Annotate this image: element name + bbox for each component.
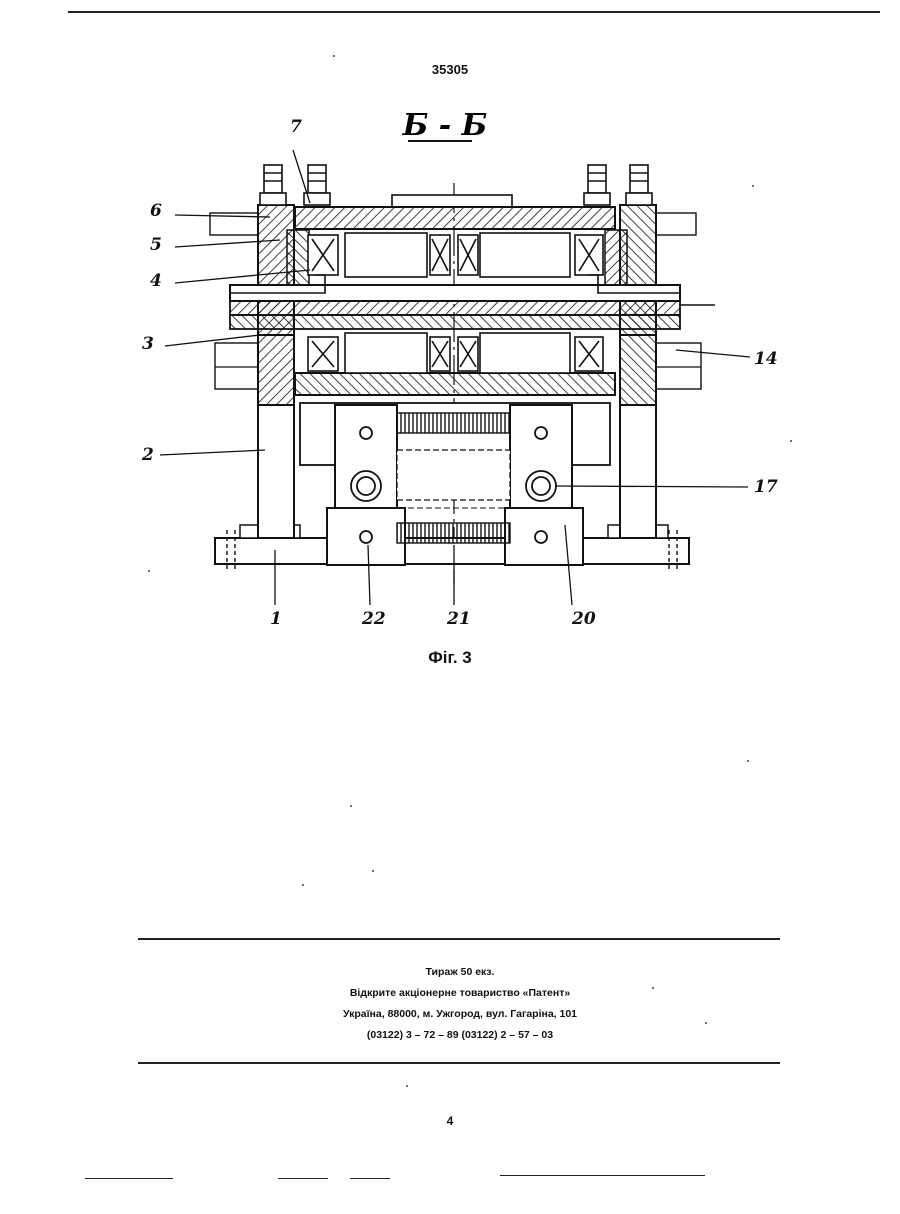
top-rule [68,11,880,13]
bottom-housing [295,373,615,395]
lower-bearings [308,333,603,373]
scan-speck [705,1022,707,1024]
upper-bearings [308,233,603,277]
callout-6: 6 [150,201,162,221]
scan-speck [790,440,792,442]
callout-7: 7 [290,117,302,137]
scan-speck [752,185,754,187]
page-number-bottom: 4 [0,1114,900,1128]
footer-dash-right [500,1175,705,1176]
scan-speck [333,55,335,57]
imprint-bottom-rule [138,1062,780,1064]
imprint-publisher: Відкрите акціонерне товариство «Патент» [140,983,780,1004]
section-drawing: Б - Б [120,105,820,640]
scan-speck [148,570,150,572]
callout-1: 1 [270,609,282,629]
figure-caption: Фіг. 3 [0,648,900,668]
callout-5: 5 [150,235,162,255]
technical-drawing-figure: Б - Б [120,105,820,640]
callout-2: 2 [142,445,154,465]
scan-speck [652,987,654,989]
page-number-top: 35305 [0,62,900,77]
roller-21 [397,523,510,543]
scan-speck [372,870,374,872]
callout-22: 22 [362,609,386,629]
scan-speck [406,1085,408,1087]
imprint-top-rule [138,938,780,940]
imprint-block: Тираж 50 екз. Відкрите акціонерне товари… [140,962,780,1046]
scan-speck [302,884,304,886]
footer-dash-mid2 [350,1178,390,1179]
footer-dash-left [85,1178,173,1179]
scan-speck [747,760,749,762]
section-label: Б - Б [402,108,488,143]
imprint-circulation: Тираж 50 екз. [140,962,780,983]
callout-14: 14 [754,349,778,369]
callout-21: 21 [447,609,471,629]
imprint-address: Україна, 88000, м. Ужгород, вул. Гагарін… [140,1004,780,1025]
callout-17: 17 [754,477,778,497]
callout-20: 20 [572,609,596,629]
callout-4: 4 [150,271,162,291]
scan-speck [350,805,352,807]
top-housing [295,207,615,229]
imprint-phones: (03122) 3 – 72 – 89 (03122) 2 – 57 – 03 [140,1025,780,1046]
callout-3: 3 [142,334,154,354]
footer-dash-mid [278,1178,328,1179]
